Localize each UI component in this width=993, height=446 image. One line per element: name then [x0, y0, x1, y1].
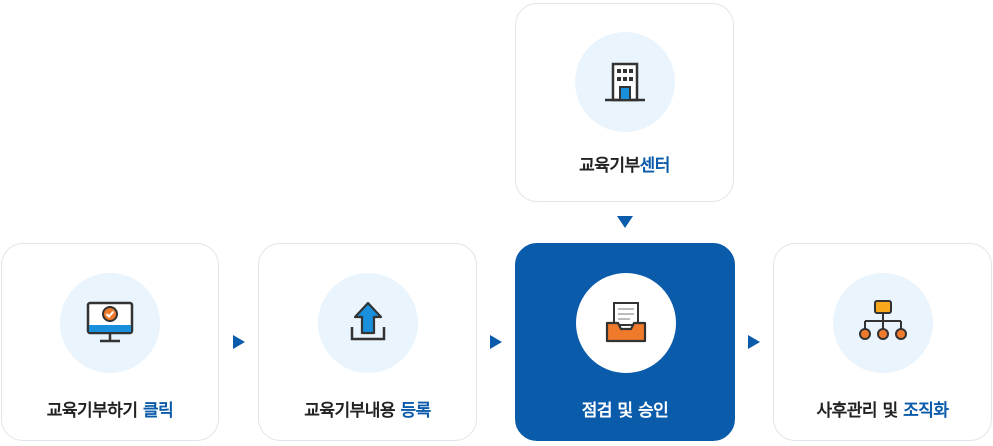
monitor-check-icon: [86, 301, 134, 343]
step-label-highlight: 등록: [400, 401, 431, 421]
center-card: 교육기부센터: [515, 3, 734, 202]
step-label: 교육기부하기 클릭: [2, 396, 218, 421]
step-icon-circle: [60, 273, 160, 373]
arrow-right-icon: [748, 335, 760, 349]
step-label-main: 사후관리 및: [816, 401, 904, 421]
step-card-click: 교육기부하기 클릭: [1, 243, 219, 441]
step-icon-circle: [576, 273, 676, 373]
building-icon: [605, 62, 645, 102]
step-icon-circle: [833, 273, 933, 373]
upload-icon: [350, 301, 386, 341]
center-icon-circle: [575, 32, 675, 132]
arrow-right-icon: [490, 335, 502, 349]
step-label-main: 교육기부내용: [304, 401, 401, 421]
step-card-approve: 점검 및 승인: [515, 243, 735, 441]
step-label-highlight: 클릭: [142, 401, 174, 421]
step-icon-circle: [318, 273, 418, 373]
org-chart-icon: [859, 300, 907, 340]
inbox-document-icon: [605, 302, 647, 343]
center-label-highlight: 센터: [639, 156, 671, 176]
step-card-manage: 사후관리 및 조직화: [773, 243, 992, 441]
center-label: 교육기부센터: [516, 151, 733, 176]
step-label-main: 교육기부하기: [46, 401, 143, 421]
step-label: 교육기부내용 등록: [259, 396, 476, 421]
arrow-down-icon: [617, 216, 633, 228]
step-label: 사후관리 및 조직화: [774, 396, 991, 421]
center-label-main: 교육기부: [579, 156, 640, 176]
step-label-main: 점검 및 승인: [581, 401, 669, 421]
step-card-register: 교육기부내용 등록: [258, 243, 477, 441]
step-label: 점검 및 승인: [516, 396, 734, 421]
step-label-highlight: 조직화: [903, 401, 949, 421]
arrow-right-icon: [233, 335, 245, 349]
